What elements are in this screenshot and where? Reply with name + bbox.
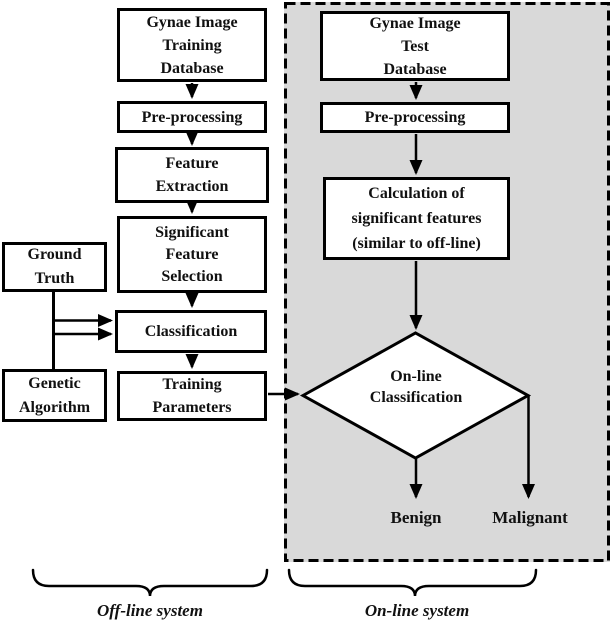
online-classification-diamond bbox=[299, 331, 532, 460]
node-ground-truth: Ground Truth bbox=[2, 242, 107, 292]
node-training-parameters: Training Parameters bbox=[117, 371, 267, 421]
node-significant-feature-selection: Significant Feature Selection bbox=[117, 216, 267, 293]
node-classification: Classification bbox=[115, 310, 267, 353]
node-training-database: Gynae Image Training Database bbox=[117, 8, 267, 82]
node-test-database: Gynae Image Test Database bbox=[320, 11, 510, 81]
online-system-panel bbox=[284, 2, 610, 562]
online-system-label: On-line system bbox=[364, 601, 470, 620]
online-system-dashed-border bbox=[284, 2, 610, 562]
node-online-preprocessing: Pre-processing bbox=[320, 102, 510, 133]
online-classification-label: On-line Classification bbox=[369, 368, 463, 406]
node-genetic-algorithm: Genetic Algorithm bbox=[2, 369, 107, 422]
node-feature-extraction: Feature Extraction bbox=[115, 147, 269, 203]
online-system-brace bbox=[287, 568, 538, 597]
node-calculation-significant-features: Calculation of significant features (sim… bbox=[323, 177, 510, 260]
node-offline-preprocessing: Pre-processing bbox=[117, 101, 267, 133]
offline-system-label: Off-line system bbox=[97, 601, 203, 620]
offline-system-brace bbox=[31, 568, 269, 597]
malignant-label: Malignant bbox=[492, 508, 568, 527]
benign-label: Benign bbox=[390, 508, 442, 527]
